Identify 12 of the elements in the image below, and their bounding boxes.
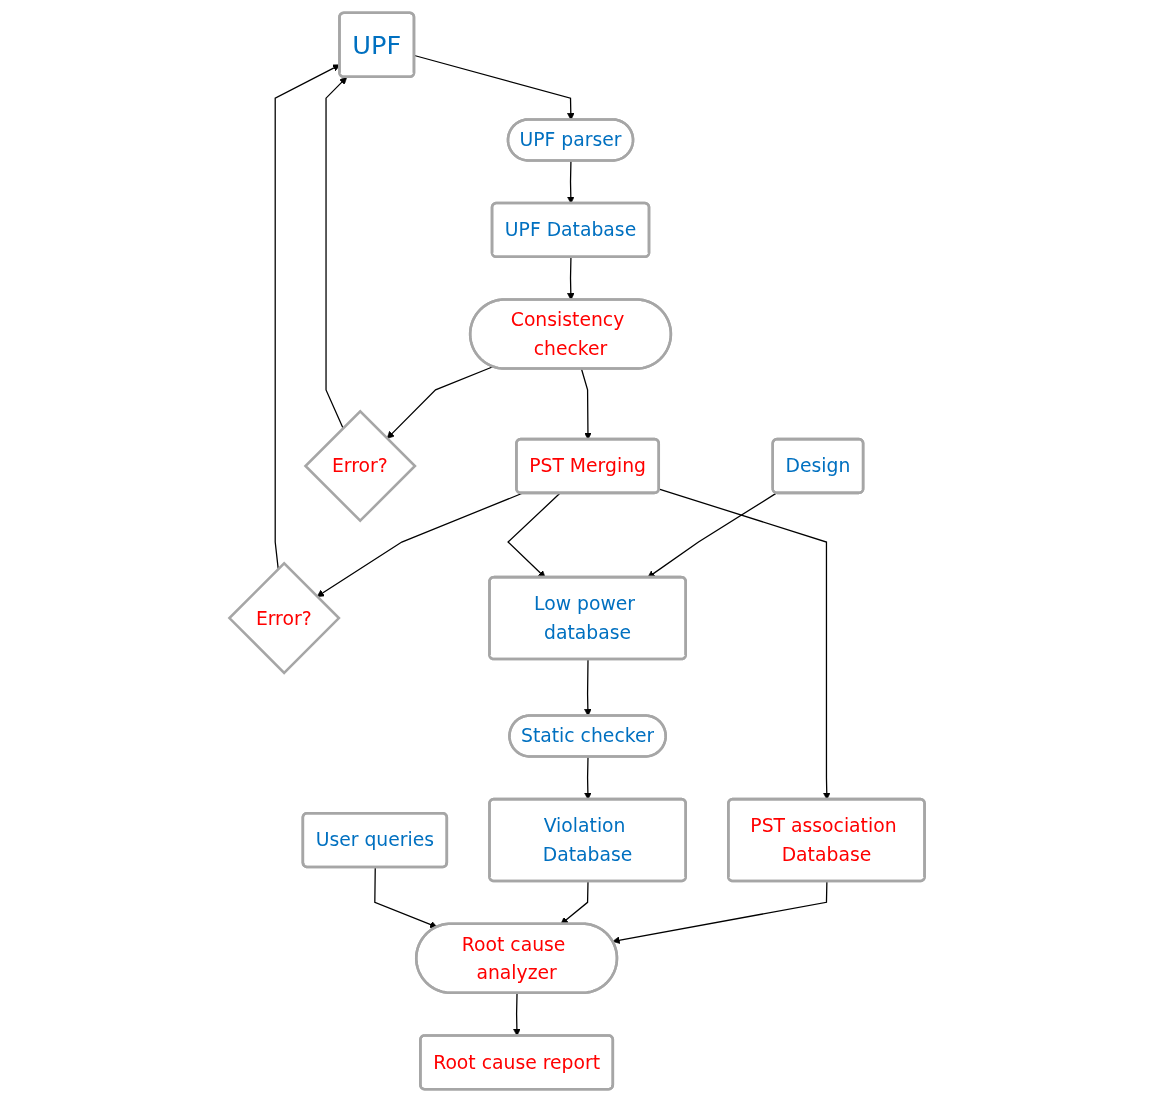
arrow (316, 492, 523, 597)
arrow (658, 488, 830, 800)
arrow (324, 76, 347, 429)
arrow (566, 160, 575, 204)
arrow (506, 492, 561, 578)
node-diamond: Error? (227, 561, 341, 675)
node-diamond: Error? (303, 409, 417, 523)
arrow (386, 366, 494, 439)
arrow (583, 756, 592, 800)
arrow (373, 866, 437, 929)
arrow (580, 368, 592, 440)
arrow (646, 492, 777, 578)
